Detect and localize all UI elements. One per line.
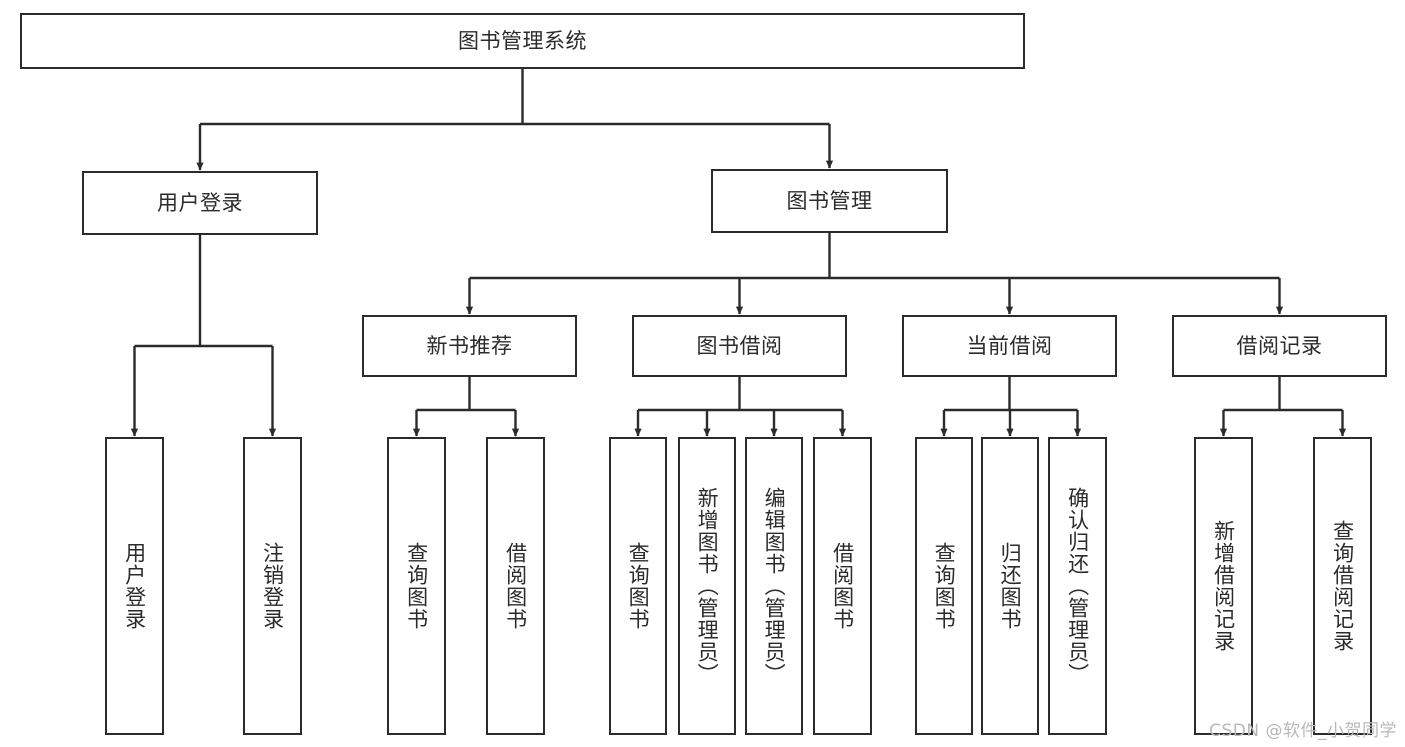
node-label: 确认归还（管理员） <box>1065 487 1090 685</box>
node-leaf-cur-2[interactable]: 归还图书 <box>981 437 1039 735</box>
node-label: 用户登录 <box>157 190 243 215</box>
node-label: 图书借阅 <box>696 333 783 358</box>
node-current[interactable]: 当前借阅 <box>902 315 1117 377</box>
node-label: 查询借阅记录 <box>1330 520 1355 652</box>
node-leaf-bor-3[interactable]: 编辑图书（管理员） <box>745 437 803 735</box>
node-leaf-new-1[interactable]: 查询图书 <box>387 437 446 735</box>
node-label: 归还图书 <box>998 542 1023 630</box>
node-label: 查询图书 <box>626 542 651 630</box>
node-label: 借阅图书 <box>830 542 855 630</box>
node-label: 借阅图书 <box>503 542 528 630</box>
node-borrow[interactable]: 图书借阅 <box>632 315 847 377</box>
node-login[interactable]: 用户登录 <box>82 171 318 235</box>
node-label: 当前借阅 <box>966 333 1053 358</box>
node-label: 编辑图书（管理员） <box>762 487 787 685</box>
node-label: 图书管理系统 <box>458 28 587 53</box>
node-leaf-bor-1[interactable]: 查询图书 <box>609 437 667 735</box>
node-label: 新书推荐 <box>426 333 513 358</box>
node-label: 新增图书（管理员） <box>695 487 720 685</box>
node-leaf-rec-1[interactable]: 新增借阅记录 <box>1194 437 1253 735</box>
node-bookmgmt[interactable]: 图书管理 <box>711 169 948 233</box>
node-label: 用户登录 <box>122 542 147 630</box>
node-leaf-bor-2[interactable]: 新增图书（管理员） <box>678 437 736 735</box>
node-label: 新增借阅记录 <box>1211 520 1236 652</box>
watermark-label: CSDN @软件_小贺同学 <box>1209 721 1397 741</box>
node-leaf-login-2[interactable]: 注销登录 <box>243 437 302 735</box>
node-label: 查询图书 <box>932 542 957 630</box>
node-newbook[interactable]: 新书推荐 <box>362 315 577 377</box>
node-leaf-rec-2[interactable]: 查询借阅记录 <box>1313 437 1372 735</box>
node-label: 查询图书 <box>404 542 429 630</box>
node-leaf-cur-3[interactable]: 确认归还（管理员） <box>1048 437 1107 735</box>
node-label: 图书管理 <box>786 188 873 213</box>
node-leaf-cur-1[interactable]: 查询图书 <box>915 437 973 735</box>
node-leaf-bor-4[interactable]: 借阅图书 <box>813 437 872 735</box>
node-label: 注销登录 <box>260 542 285 630</box>
node-leaf-login-1[interactable]: 用户登录 <box>105 437 164 735</box>
node-root[interactable]: 图书管理系统 <box>20 13 1025 69</box>
node-label: 借阅记录 <box>1236 333 1323 358</box>
node-leaf-new-2[interactable]: 借阅图书 <box>486 437 545 735</box>
node-records[interactable]: 借阅记录 <box>1172 315 1387 377</box>
connector-group <box>130 69 1347 437</box>
